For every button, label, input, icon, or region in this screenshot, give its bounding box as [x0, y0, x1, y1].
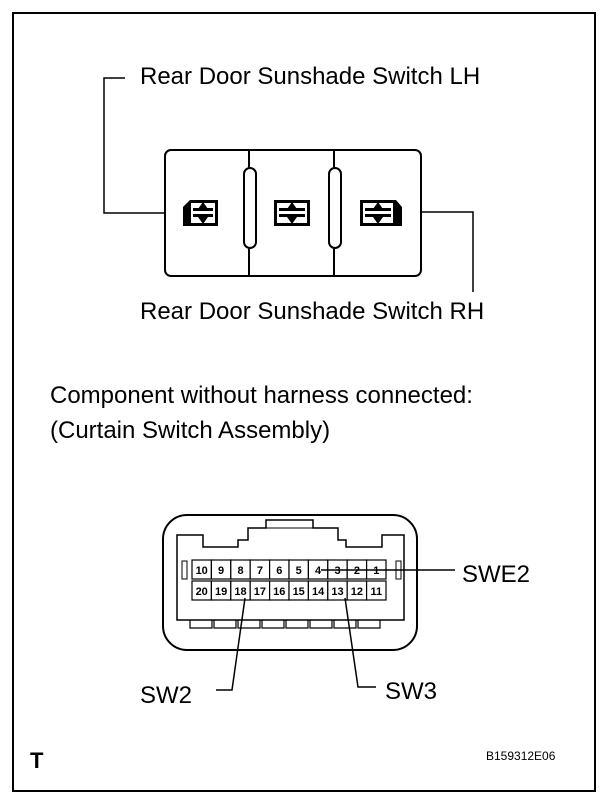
connector-pin-number: 10	[196, 565, 208, 577]
corner-mark: T	[30, 748, 44, 773]
leader-line-sw2	[216, 597, 246, 691]
connector-pin-number: 3	[334, 565, 340, 577]
connector-pin-cell	[366, 580, 387, 601]
connector-pin-number: 11	[370, 586, 382, 598]
figure-border	[12, 12, 596, 792]
sunshade-center-icon	[274, 200, 310, 226]
connector-pin-number: 1	[373, 565, 379, 577]
connector-pin-number: 15	[293, 586, 305, 598]
connector-pin-number: 5	[296, 565, 302, 577]
sunshade-lh-icon	[183, 200, 218, 226]
connector-pin-number: 14	[312, 586, 325, 598]
connector-pin-number: 18	[234, 586, 246, 598]
leader-line-sw3	[344, 597, 376, 688]
sunshade-switch-panel	[164, 149, 422, 277]
label-switch-lh: Rear Door Sunshade Switch LH	[140, 63, 481, 90]
connector-rib-left	[181, 560, 188, 580]
leader-line-rh	[408, 211, 474, 292]
switch-slot-right	[328, 167, 342, 249]
connector-pin-number: 9	[218, 565, 224, 577]
switch-slot-left	[243, 167, 257, 249]
connector-pin-number: 12	[351, 586, 363, 598]
connector-pin-number: 17	[254, 586, 266, 598]
leader-line-lh	[103, 77, 172, 214]
connector-pin-number: 16	[273, 586, 285, 598]
component-caption-line1: Component without harness connected:	[50, 382, 473, 409]
label-sw2: SW2	[140, 682, 193, 709]
label-swe2: SWE2	[462, 561, 531, 588]
connector-housing	[176, 519, 405, 621]
figure-code: B159312E06	[486, 749, 556, 763]
connector-pin-number: 7	[257, 565, 263, 577]
connector-bottom-teeth	[189, 620, 381, 629]
connector-pin-number: 20	[196, 586, 208, 598]
connector-pin-number: 19	[215, 586, 227, 598]
connector-pin-number: 13	[331, 586, 343, 598]
sunshade-rh-icon	[360, 200, 402, 226]
connector-pin-number: 6	[276, 565, 282, 577]
label-sw3: SW3	[385, 678, 438, 705]
component-caption-line2: (Curtain Switch Assembly)	[50, 417, 331, 444]
connector-pin-number: 2	[354, 565, 360, 577]
connector-pin-number: 4	[315, 565, 322, 577]
connector-pin-number: 8	[237, 565, 243, 577]
label-switch-rh: Rear Door Sunshade Switch RH	[140, 298, 485, 325]
